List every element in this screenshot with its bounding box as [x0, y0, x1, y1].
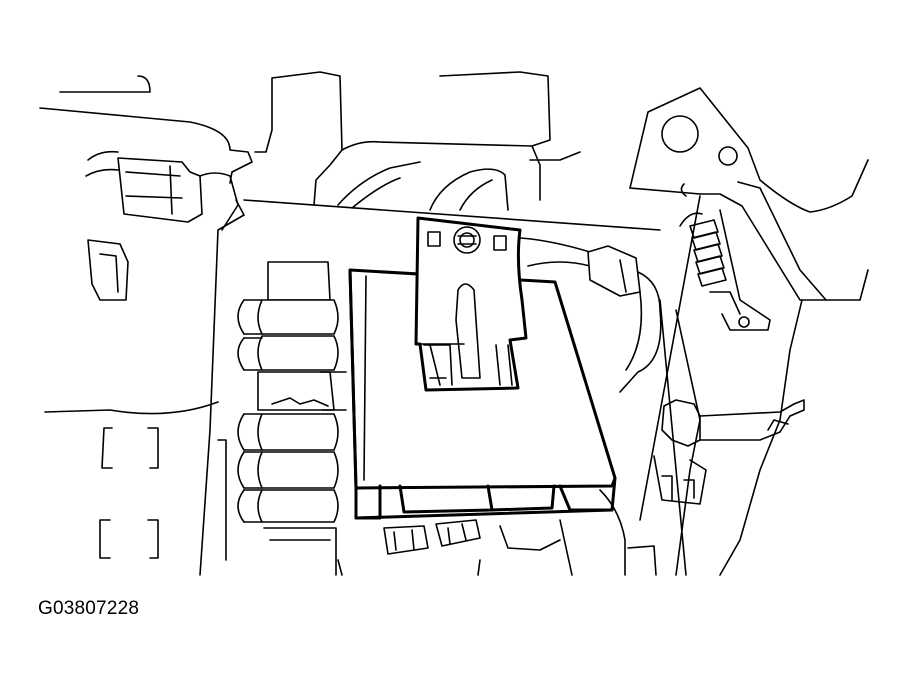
center-bulkhead: [254, 71, 581, 211]
lower-panel: [337, 559, 481, 576]
lower-right-switch: [627, 399, 805, 576]
lower-connectors: [383, 519, 573, 576]
component-location-illustration: [39, 71, 869, 576]
fuse-block-outline: [99, 427, 227, 561]
relay-stack: [237, 261, 347, 576]
pedal-bracket: [629, 87, 869, 576]
return-spring: [679, 212, 727, 287]
wiring-harness: [519, 237, 662, 576]
mounting-bracket: [414, 216, 528, 392]
upper-left-connector: [117, 157, 239, 231]
left-bracket: [87, 239, 129, 301]
upper-left-body-panel: [39, 75, 253, 415]
figure-code: G03807228: [38, 598, 140, 619]
